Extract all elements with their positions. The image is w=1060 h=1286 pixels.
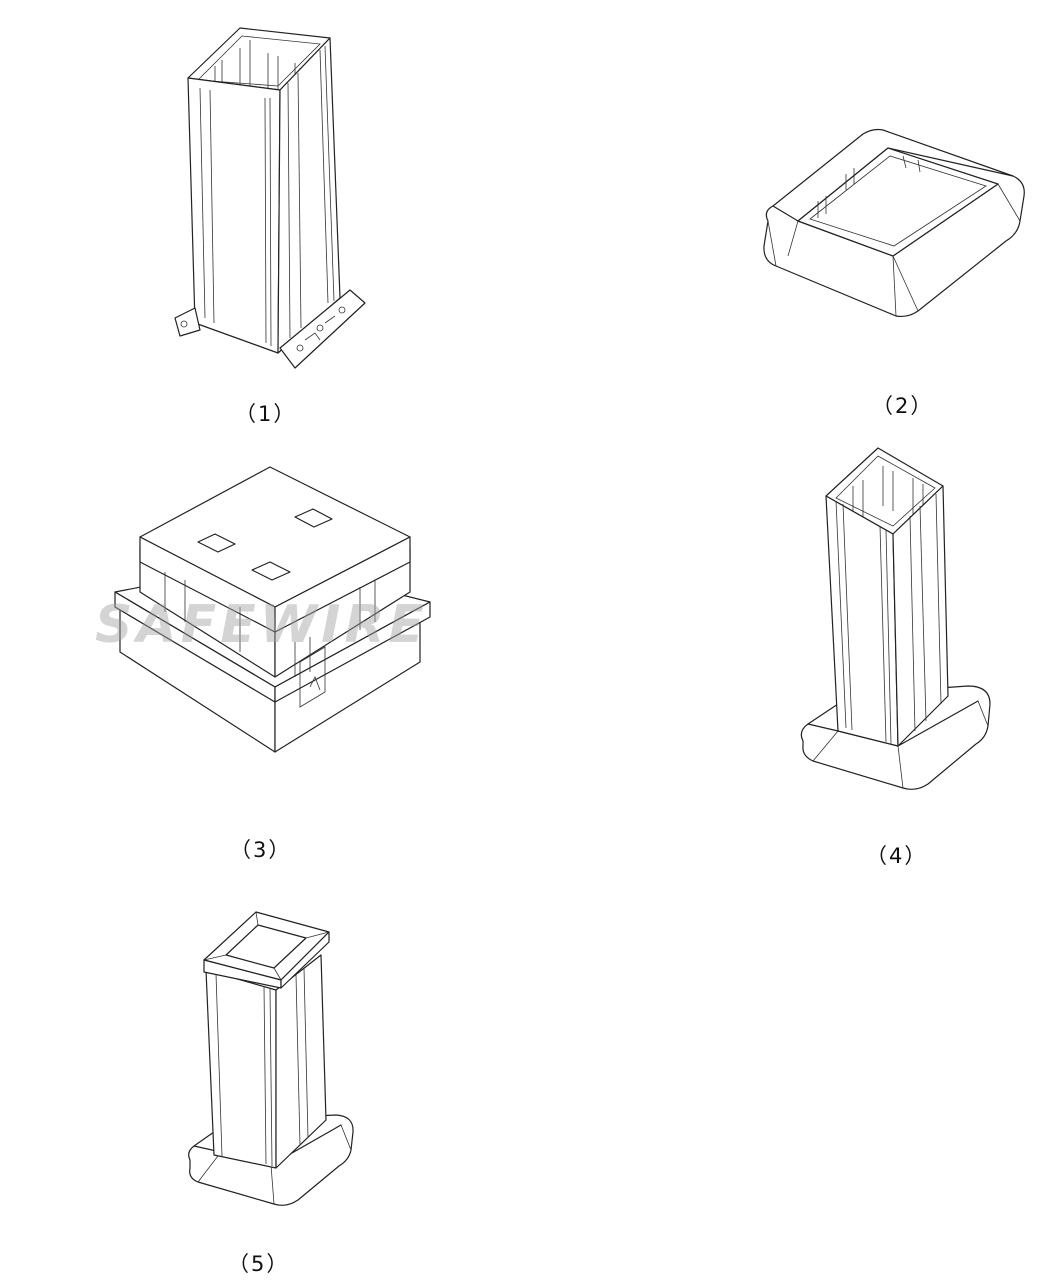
watermark-text: SAFEWIRE	[95, 595, 429, 655]
figure-4-caption: （4）	[866, 844, 928, 868]
figure-2-caption: （2）	[872, 394, 934, 418]
figure-5-caption: （5）	[228, 1252, 290, 1276]
figure-1-caption: （1）	[235, 402, 297, 426]
base-trim-drawing	[763, 128, 1025, 318]
figure-5-capped-column	[186, 910, 361, 1219]
column-profile-drawing	[174, 27, 366, 369]
column-with-trim-drawing	[800, 447, 991, 790]
figure-3-floor-box	[110, 462, 440, 756]
figure-4-column-with-trim	[798, 446, 998, 800]
figure-1-column-profile	[170, 18, 370, 382]
figure-3-caption: （3）	[230, 838, 292, 862]
floor-box-drawing	[114, 466, 431, 753]
figure-2-base-trim	[758, 126, 1033, 325]
capped-column-drawing	[188, 911, 354, 1206]
